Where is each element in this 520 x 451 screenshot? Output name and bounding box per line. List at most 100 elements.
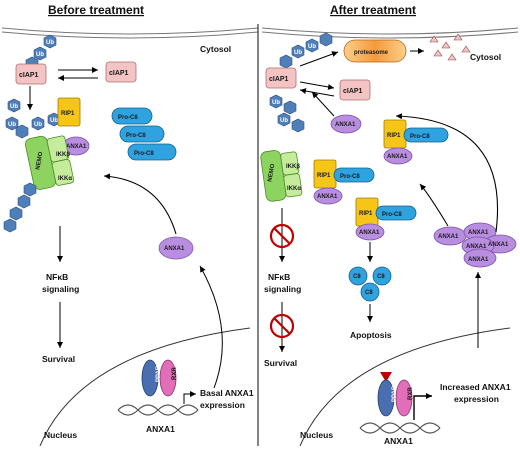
membrane-top-right-inner <box>261 31 519 39</box>
ub-chain-nemo-left <box>3 182 37 233</box>
anxa1-label: ANXA1 <box>317 194 338 200</box>
signaling-label-left: signaling <box>42 284 79 294</box>
transcription-arrow-left <box>183 391 196 404</box>
anxa1-free-left <box>158 236 194 260</box>
ub-icon <box>15 124 29 139</box>
anxa1-label: ANXA1 <box>387 154 408 160</box>
nfkb-label-left: NFκB <box>46 272 68 282</box>
proc8-label: Pro-C8 <box>126 133 146 139</box>
proc8-box <box>111 107 153 125</box>
anxa1-label: ANXA1 <box>488 242 509 248</box>
c8-label: C8 <box>377 274 385 280</box>
nfkb-label-right: NFκB <box>268 272 290 282</box>
ub-label: Ub <box>50 118 58 124</box>
ub-label: Ub <box>294 50 302 56</box>
ikka-box-left <box>51 158 75 186</box>
after-treatment-heading: After treatment <box>330 3 416 17</box>
basal-expression-line1: Basal ANXA1 <box>200 388 254 398</box>
increased-expression-line2: expression <box>454 394 499 404</box>
ikka-label: IKKα <box>58 176 72 182</box>
proteasome <box>343 39 407 63</box>
transcription-arrow-right <box>413 393 432 420</box>
peptide-fragments <box>429 33 471 61</box>
ikkb-label: IKKβ <box>56 152 70 158</box>
proc8-label: Pro-C8 <box>118 115 138 121</box>
rip1-label: RIP1 <box>317 173 331 179</box>
rip1-box-left <box>57 97 81 127</box>
anxa1-gene-label-left: ANXA1 <box>146 424 175 434</box>
proc8-label: Pro-C8 <box>340 174 360 180</box>
rip1-label: RIP1 <box>387 133 401 139</box>
ciap1-label: cIAP1 <box>343 88 363 95</box>
arrow-to-proteasome <box>299 51 339 67</box>
ub-label: Ub <box>8 122 16 128</box>
arrow-basal-expression <box>199 265 223 389</box>
proc8-box <box>119 125 165 143</box>
active-c8-cluster: C8 C8 C8 <box>348 266 392 302</box>
membrane-top-left-inner <box>1 31 259 39</box>
ub-icon <box>43 34 57 49</box>
anxa1-cluster-right: ANXA1 ANXA1 ANXA1 ANXA1 ANXA1 <box>433 222 517 268</box>
ub-label: Ub <box>36 52 44 58</box>
anxa1-free-right-top <box>330 114 362 134</box>
ciap1-box-bound-right <box>265 67 297 89</box>
anxa1-label: ANXA1 <box>164 246 185 252</box>
rxr-left <box>159 359 177 397</box>
ub-label: Ub <box>34 122 42 128</box>
membrane-top-right <box>261 27 519 35</box>
nucleus-label-left: Nucleus <box>44 430 77 440</box>
c8-label: C8 <box>353 274 361 280</box>
signaling-label-right: signaling <box>264 284 301 294</box>
proteasome-label: proteasome <box>354 50 389 56</box>
arrow-anxa1-to-complex <box>103 173 177 235</box>
survival-label-left: Survival <box>42 354 75 364</box>
proc8-label: Pro-C8 <box>410 134 430 140</box>
anxa1-label: ANXA1 <box>468 257 489 263</box>
cytosol-label-left: Cytosol <box>200 44 231 54</box>
ppar-label: PPARγ <box>156 362 162 382</box>
apoptosis-label: Apoptosis <box>350 330 392 340</box>
anxa1-gene-label-right: ANXA1 <box>384 436 413 446</box>
before-treatment-heading: Before treatment <box>48 3 144 17</box>
anxa1-label: ANXA1 <box>468 230 489 236</box>
anxa1-label: ANXA1 <box>359 230 380 236</box>
ub-chain-complex-left: Ub Ub Ub Ub <box>5 98 61 139</box>
rip1-label: RIP1 <box>61 111 75 117</box>
rip1-proc8-complex-b: RIP1 Pro-C8 ANXA1 <box>383 119 449 165</box>
basal-expression-line2: expression <box>200 400 245 410</box>
nemo-box-right <box>260 150 287 202</box>
ligand-marker <box>380 372 392 382</box>
ppar-right <box>377 379 395 417</box>
ciap1-box-free-right <box>339 79 371 101</box>
ciap1-label: cIAP1 <box>109 70 129 77</box>
ikkb-label: IKKβ <box>286 164 300 170</box>
nucleus-boundary-right <box>299 327 511 447</box>
ciap1-label: cIAP1 <box>269 76 289 83</box>
ciap1-label: cIAP1 <box>19 72 39 79</box>
nucleus-label-right: Nucleus <box>300 430 333 440</box>
inhibition-icon-2 <box>269 313 295 339</box>
rxr-label: RXR <box>172 367 178 380</box>
rip1-proc8-complex-a: RIP1 Pro-C8 ANXA1 <box>313 159 375 205</box>
cytosol-label-right: Cytosol <box>470 52 501 62</box>
ub-label: Ub <box>308 44 316 50</box>
rip1-label: RIP1 <box>359 211 373 217</box>
anxa1-label: ANXA1 <box>438 234 459 240</box>
ub-label: Ub <box>272 100 280 106</box>
c8-label: C8 <box>365 290 373 296</box>
anxa1-label: ANXA1 <box>335 122 356 128</box>
ciap1-box-bound-left <box>15 63 47 85</box>
ppar-left <box>141 359 159 397</box>
anxa1-label: ANXA1 <box>466 244 487 250</box>
arrow-ciap1-rebind <box>299 88 335 97</box>
ikka-box-right <box>283 173 303 198</box>
ub-chain-ciap1-right: Ub Ub <box>279 32 333 69</box>
ikka-label: IKKα <box>287 186 301 192</box>
nemo-label: NEMO <box>35 151 44 170</box>
increased-expression-line1: Increased ANXA1 <box>440 382 511 392</box>
ikk-complex-left <box>25 135 75 190</box>
ciap1-box-free-left <box>105 61 137 83</box>
ub-label: Ub <box>280 118 288 124</box>
